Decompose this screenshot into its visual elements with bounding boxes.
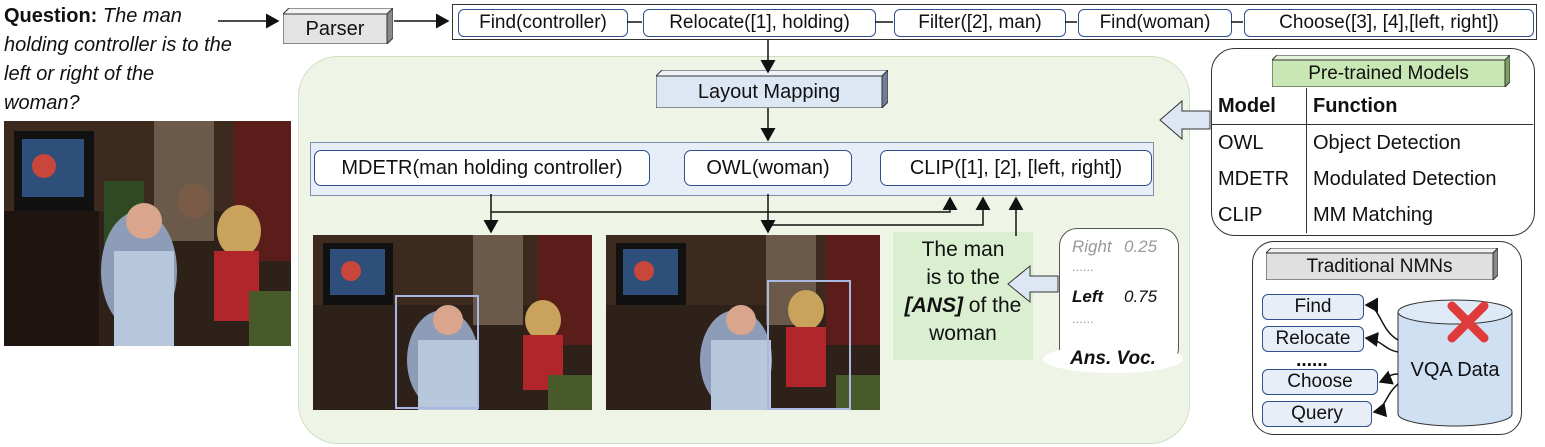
table-row: CLIP MM Matching [1212,197,1533,233]
layout-mapping-box: Layout Mapping [656,70,888,108]
program-step-3: Filter([2], man) [894,9,1066,37]
vocab-word-right: Right [1072,237,1112,256]
question-text: The man holding controller is to the lef… [4,5,232,114]
question: Question: The man holding controller is … [4,2,234,118]
answer-vocab: Right 0.25 ...... Left 0.75 ...... [1059,228,1179,366]
vocab-caption-bg [1043,345,1183,373]
answer-line-1: The man [921,238,1005,261]
vocab-row-ellipsis-1: ...... [1072,259,1094,274]
answer-line-4: woman [929,322,997,345]
vocab-word-left: Left [1072,287,1104,306]
table-cell-model: CLIP [1212,197,1307,233]
table-cell-function: Object Detection [1313,131,1461,154]
answer-line-3-suffix: of the [962,294,1022,317]
input-photo [4,121,291,346]
pretrained-title-label: Pre-trained Models [1308,63,1469,84]
parser-box: Parser [283,8,393,44]
table-row: MDETR Modulated Detection [1212,161,1533,197]
nmn-module-find: Find [1262,294,1364,320]
table-header-row: Model Function [1212,88,1533,125]
table-cell-model: MDETR [1212,161,1307,197]
table-cell-model: OWL [1212,124,1307,161]
program-step-4: Find(woman) [1078,9,1232,37]
bbox-man [395,295,479,409]
answer-template: The man is to the [ANS] of the woman [893,232,1033,360]
photo-mdetr-result [313,235,592,410]
layout-mapping-label: Layout Mapping [697,81,841,103]
program-step-1: Find(controller) [458,9,628,37]
table-header-model: Model [1212,88,1307,125]
photo-owl-result [606,235,880,410]
parser-label: Parser [305,18,365,40]
answer-token: [ANS] [904,294,963,317]
answer-line-2: is to the [926,266,1000,289]
nmn-module-ellipsis: ...... [1296,350,1328,371]
table-header-function: Function [1306,88,1533,125]
module-clip: CLIP([1], [2], [left, right]) [880,150,1152,186]
answer-line-3: [ANS] of the [893,292,1033,320]
vocab-row-ellipsis-2: ...... [1072,311,1094,326]
vocab-score-right: 0.25 [1124,237,1158,256]
traditional-title: Traditional NMNs [1266,248,1498,280]
module-owl: OWL(woman) [684,150,852,186]
program-step-2: Relocate([1], holding) [643,9,876,37]
pretrained-table: Model Function OWL Object Detection MDET… [1212,88,1533,233]
nmn-module-query: Query [1262,401,1372,427]
vocab-score-left: 0.75 [1124,287,1158,306]
vqa-data-label: VQA Data [1410,359,1500,381]
table-row: OWL Object Detection [1212,124,1533,161]
table-cell-function: Modulated Detection [1313,167,1497,190]
vocab-row-left: Left 0.75 [1072,287,1172,307]
nmn-module-relocate: Relocate [1262,326,1364,352]
module-mdetr: MDETR(man holding controller) [314,150,650,186]
bbox-woman [767,280,851,410]
pretrained-title: Pre-trained Models [1272,55,1510,87]
nmn-module-choose: Choose [1262,369,1378,395]
table-cell-function: MM Matching [1313,203,1434,226]
program-step-5: Choose([3], [4],[left, right]) [1244,9,1534,37]
vocab-row-right: Right 0.25 [1072,237,1172,257]
traditional-title-label: Traditional NMNs [1306,256,1453,277]
question-label: Question: [4,5,98,27]
vocab-caption: Ans. Voc. [1070,348,1156,369]
